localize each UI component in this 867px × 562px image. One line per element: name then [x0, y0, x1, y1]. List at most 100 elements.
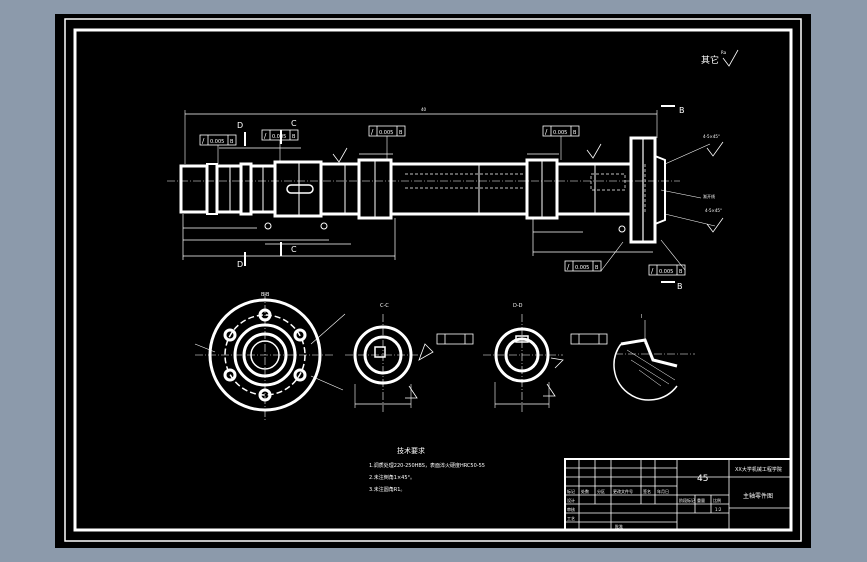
svg-text:B: B — [573, 130, 577, 136]
svg-text:工艺: 工艺 — [567, 516, 575, 521]
section-c-view: C-C — [345, 303, 474, 412]
top-dimensions — [219, 147, 559, 155]
material-value: 45 — [697, 474, 708, 484]
section-c-label: C-C — [380, 303, 389, 309]
svg-text:B: B — [292, 134, 296, 140]
bolt-hole — [258, 388, 272, 402]
section-d-label: D-D — [513, 303, 523, 309]
shaft-step-6 — [273, 160, 323, 218]
svg-text:B: B — [679, 269, 683, 275]
svg-text:B: B — [595, 265, 599, 271]
svg-text:/: / — [264, 132, 267, 140]
tech-req-heading: 技术要求 — [397, 446, 425, 455]
bolt-hole — [258, 308, 272, 322]
school-name: XX大学机械工程学院 — [735, 466, 782, 473]
tolerance-frame-6: / 0.005 B — [648, 264, 686, 276]
flange-view-label: B-B — [261, 292, 270, 298]
svg-text:设计: 设计 — [567, 497, 575, 503]
tech-req-line-3: 3.未注圆角R1。 — [369, 486, 405, 493]
cad-viewport: 其它 Ra — [55, 14, 811, 548]
tech-req-line-2: 2.未注倒角1×45°。 — [369, 474, 415, 481]
svg-text:比例: 比例 — [713, 497, 721, 503]
section-mark-d-top: D — [237, 121, 243, 130]
tolerance-frame-3: / 0.005 B — [368, 125, 406, 137]
roughness-symbol-icon — [586, 143, 602, 159]
overall-dimension: 40 — [184, 107, 658, 164]
svg-text:年月日: 年月日 — [657, 488, 669, 494]
drawing-name: 主轴零件图 — [743, 492, 773, 500]
shaft-step-11 — [555, 162, 633, 216]
tolerance-frame-1: / 0.005 B — [199, 134, 237, 146]
thread-note: 渐开线 — [703, 193, 715, 199]
shaft-step-1 — [179, 164, 209, 214]
small-hole-3 — [618, 225, 626, 233]
bolt-hole — [223, 368, 237, 382]
inner-frame — [73, 28, 793, 532]
svg-text:B: B — [399, 130, 403, 136]
tolerance-frame-5: / 0.005 B — [564, 260, 602, 272]
chamfer-note-bottom: 4-5×45° — [705, 208, 722, 213]
roughness-note-symbol: Ra — [721, 50, 727, 55]
main-view: 40 B B C C D D — [167, 105, 724, 291]
svg-text:0.005: 0.005 — [272, 134, 286, 140]
section-mark-b-top: B — [679, 106, 685, 115]
small-hole-2 — [320, 222, 328, 230]
roughness-symbol-icon — [332, 147, 348, 163]
flange-outer-circle — [208, 298, 322, 412]
roughness-note-label: 其它 — [701, 54, 719, 66]
section-c-outer — [353, 325, 413, 385]
shaft-step-3 — [215, 164, 243, 214]
section-mark-d-bottom: D — [237, 260, 243, 269]
svg-text:签名: 签名 — [643, 488, 651, 494]
svg-text:批准: 批准 — [615, 523, 623, 529]
roughness-symbol-icon — [706, 141, 724, 157]
section-mark-c-top: C — [291, 119, 297, 128]
svg-text:0.005: 0.005 — [210, 139, 224, 145]
flange-end-view: B-B — [194, 292, 346, 420]
chamfer-note-top: 4-5×45° — [703, 134, 720, 139]
svg-text:重量: 重量 — [697, 497, 705, 503]
tech-requirements: 技术要求 1.调质处理220-250HBS，表面淬火硬度HRC50-55 2.未… — [369, 446, 485, 493]
detail-label: I — [641, 314, 642, 320]
svg-text:0.005: 0.005 — [575, 265, 589, 271]
svg-text:/: / — [202, 137, 205, 145]
roughness-symbol-icon — [706, 217, 724, 233]
svg-text:/: / — [651, 267, 654, 275]
svg-text:40: 40 — [421, 107, 427, 112]
svg-text:标记: 标记 — [567, 488, 575, 494]
scale-value: 1:2 — [715, 507, 722, 512]
section-c-inner — [363, 335, 403, 375]
roughness-symbol-icon — [722, 49, 739, 67]
tolerance-frame-4: / 0.005 B — [542, 125, 580, 137]
svg-text:/: / — [567, 263, 570, 271]
svg-text:0.005: 0.005 — [553, 130, 567, 136]
section-d-view: D-D — [483, 303, 608, 412]
bolt-hole — [223, 328, 237, 342]
bottom-dimensions — [182, 214, 653, 260]
small-hole-1 — [264, 222, 272, 230]
shaft-step-7 — [319, 162, 361, 216]
leader-lines — [217, 136, 716, 272]
title-block: 45 XX大学机械工程学院 主轴零件图 1:2 标记 处数 分区 更改文件号 签… — [564, 458, 792, 531]
svg-text:/: / — [545, 128, 548, 136]
outer-frame — [64, 18, 802, 542]
bolt-hole — [293, 328, 307, 342]
svg-text:/: / — [371, 128, 374, 136]
svg-text:阶段标记: 阶段标记 — [679, 497, 695, 503]
svg-text:0.005: 0.005 — [379, 130, 393, 136]
section-d-inner — [504, 337, 540, 373]
section-d-outer — [494, 327, 550, 383]
shaft-outline — [179, 136, 666, 244]
shaft-step-9 — [389, 162, 529, 216]
section-mark-b-bottom: B — [677, 282, 683, 291]
svg-text:B: B — [230, 139, 234, 145]
svg-text:审核: 审核 — [567, 506, 575, 512]
svg-text:更改文件号: 更改文件号 — [613, 488, 633, 494]
svg-text:0.005: 0.005 — [659, 269, 673, 275]
svg-text:分区: 分区 — [597, 488, 605, 494]
section-mark-c-bottom: C — [291, 245, 297, 254]
shaft-details — [229, 160, 596, 218]
drawing-canvas: 其它 Ra — [64, 18, 802, 542]
roughness-note: 其它 Ra — [701, 49, 739, 67]
keyway-slot — [286, 184, 314, 194]
